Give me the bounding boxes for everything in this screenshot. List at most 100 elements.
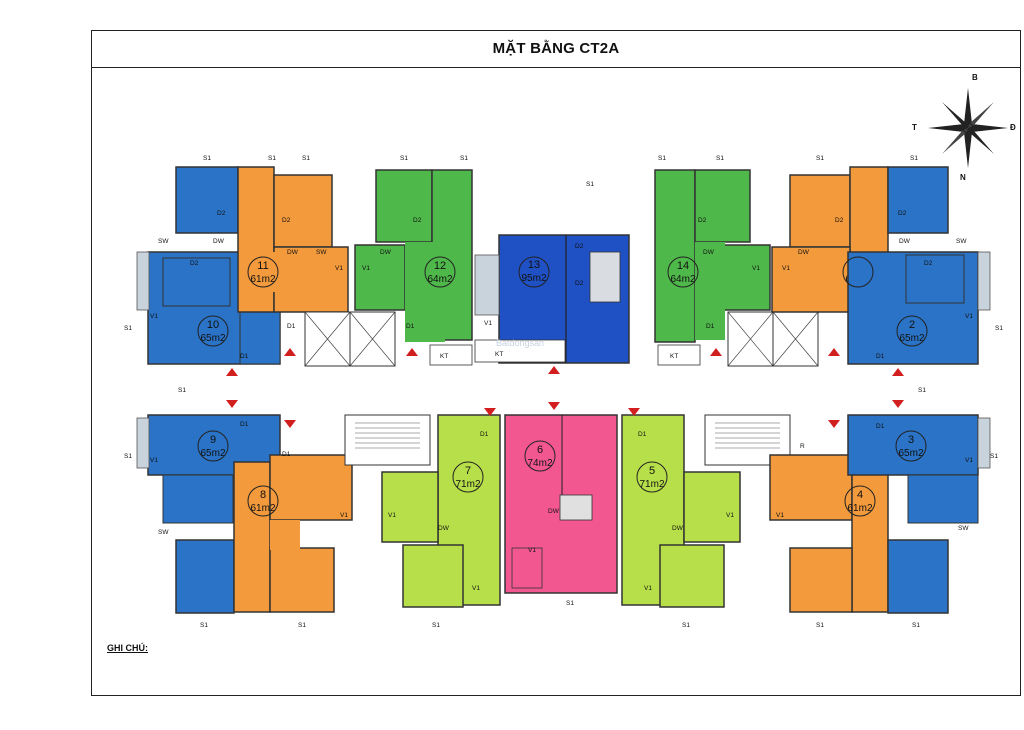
label-s1: S1: [298, 622, 306, 629]
unit-6-area: 74m2: [527, 458, 552, 469]
label-s1: S1: [716, 155, 724, 162]
unit-3-area: 65m2: [898, 448, 923, 459]
unit-14-number: 14: [677, 260, 689, 272]
label-sw: SW: [958, 525, 969, 532]
unit-4-area: 61m2: [847, 503, 872, 514]
label-d1: D1: [282, 451, 291, 458]
label-d1: D1: [876, 353, 885, 360]
unit-9: 9 65m2: [136, 414, 281, 524]
label-s1: S1: [124, 453, 132, 460]
unit-14: 14 64m2: [654, 169, 771, 366]
label-sw: SW: [316, 249, 327, 256]
unit-2-number: 2: [909, 319, 915, 331]
unit-2: 2 65m2: [847, 166, 991, 365]
label-v1: V1: [528, 547, 536, 554]
label-v1: V1: [340, 512, 348, 519]
unit-7-number: 7: [465, 465, 471, 477]
label-v1: V1: [644, 585, 652, 592]
label-kt: KT: [670, 353, 678, 360]
label-kt: KT: [495, 351, 503, 358]
unit-10-area: 65m2: [200, 333, 225, 344]
label-dw: DW: [213, 238, 225, 245]
label-s1: S1: [910, 155, 918, 162]
watermark: Batdongsan: [496, 338, 545, 348]
label-s1: S1: [995, 325, 1003, 332]
label-v1: V1: [965, 313, 973, 320]
entrance-arrows: [226, 348, 904, 428]
label-s1: S1: [400, 155, 408, 162]
unit-5-area: 71m2: [639, 479, 664, 490]
unit-10-number: 10: [207, 319, 219, 331]
label-v1: V1: [484, 320, 492, 327]
label-v1: V1: [472, 585, 480, 592]
label-dw: DW: [380, 249, 392, 256]
label-s1: S1: [460, 155, 468, 162]
unit-12-number: 12: [434, 260, 446, 272]
unit-6-number: 6: [537, 444, 543, 456]
label-r: R: [800, 443, 805, 450]
unit-14-area: 64m2: [670, 274, 695, 285]
label-dw: DW: [703, 249, 715, 256]
label-dw: DW: [548, 508, 560, 515]
unit-5-number: 5: [649, 465, 655, 477]
label-v1: V1: [362, 265, 370, 272]
label-s1: S1: [178, 387, 186, 394]
label-d2: D2: [835, 217, 844, 224]
elevator-left: [304, 311, 396, 367]
elevator-right: [727, 311, 819, 367]
room-labels: S1 S1 S1 S1 S1 S1 S1 S1 S1 S1 S1 S1 S1 S…: [124, 155, 1003, 629]
label-v1: V1: [726, 512, 734, 519]
unit-6: 6 74m2: [504, 414, 618, 594]
drawing-frame: [91, 30, 1021, 696]
label-d1: D1: [240, 353, 249, 360]
unit-2-area: 65m2: [899, 333, 924, 344]
label-dw: DW: [287, 249, 299, 256]
label-d2: D2: [217, 210, 226, 217]
label-dw: DW: [798, 249, 810, 256]
label-v1: V1: [782, 265, 790, 272]
unit-8-area: 61m2: [250, 503, 275, 514]
label-d1: D1: [480, 431, 489, 438]
label-s1: S1: [124, 325, 132, 332]
label-v1: V1: [752, 265, 760, 272]
label-sw: SW: [956, 238, 967, 245]
label-s1: S1: [918, 387, 926, 394]
unit-11-number: 11: [257, 260, 268, 272]
plan-title: MẶT BẰNG CT2A: [492, 40, 620, 57]
label-s1: S1: [912, 622, 920, 629]
label-v1: V1: [150, 457, 158, 464]
label-d2: D2: [698, 217, 707, 224]
label-s1: S1: [432, 622, 440, 629]
unit-13: 13 95m2: [474, 234, 630, 364]
unit-8-number: 8: [260, 489, 266, 501]
unit-5: 5 71m2: [621, 414, 741, 608]
label-kt: KT: [440, 353, 448, 360]
label-d1: D1: [406, 323, 415, 330]
unit-13-area: 95m2: [521, 273, 546, 284]
unit-7-area: 71m2: [455, 479, 480, 490]
label-d1: D1: [876, 423, 885, 430]
label-v1: V1: [150, 313, 158, 320]
label-d1: D1: [287, 323, 296, 330]
label-s1: S1: [682, 622, 690, 629]
unit-8: 8 61m2: [175, 454, 353, 614]
compass-east-label: Đ: [1010, 123, 1016, 132]
label-s1: S1: [586, 181, 594, 188]
corridor: [135, 372, 995, 412]
compass-north-label: B: [972, 73, 978, 82]
label-v1: V1: [335, 265, 343, 272]
unit-9-number: 9: [210, 434, 216, 446]
label-s1: S1: [816, 155, 824, 162]
unit-13-number: 13: [528, 259, 540, 271]
label-sw: SW: [158, 238, 169, 245]
label-s1: S1: [200, 622, 208, 629]
note-label: GHI CHÚ:: [107, 643, 148, 653]
label-s1: S1: [268, 155, 276, 162]
compass-rose: B N Đ T: [912, 73, 1016, 182]
unit-9-area: 65m2: [200, 448, 225, 459]
unit-12-area: 64m2: [427, 274, 452, 285]
label-d1: D1: [240, 421, 249, 428]
label-d2: D2: [282, 217, 291, 224]
